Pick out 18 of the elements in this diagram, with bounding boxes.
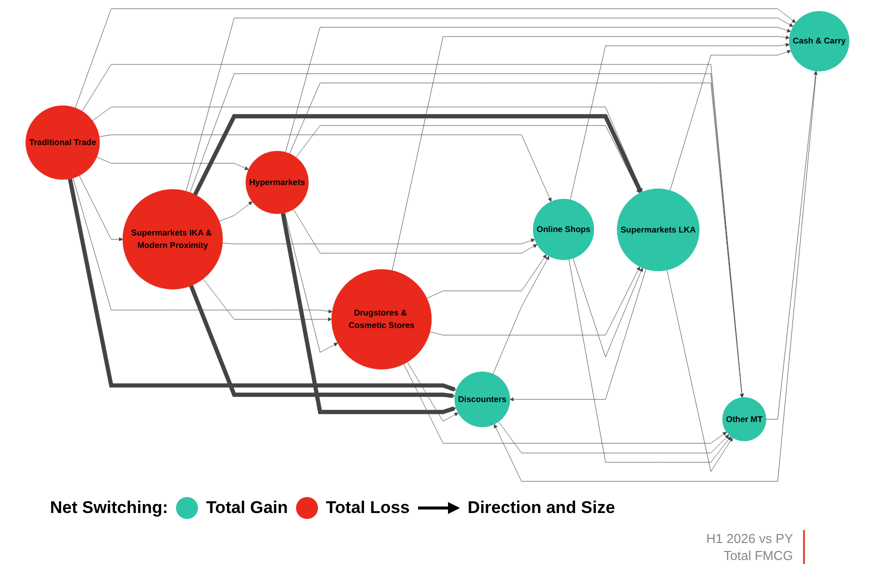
node-circle: Drugstores & Cosmetic Stores <box>331 269 432 370</box>
legend-heading: Net Switching: <box>50 498 168 518</box>
legend-label: Direction and Size <box>468 498 616 518</box>
node-circle: Traditional Trade <box>26 105 100 180</box>
node-circle: Online Shops <box>532 198 594 260</box>
note-text: Total FMCG <box>722 547 793 564</box>
node-circle: Hypermarkets <box>246 150 309 214</box>
arrow <box>189 284 456 398</box>
legend-label: Total Gain <box>206 498 288 518</box>
legend-label: Total Loss <box>326 498 410 518</box>
arrow <box>193 114 642 196</box>
node-circle: Supermarkets LKA <box>616 188 700 272</box>
note-text: H1 2026 vs PY <box>706 530 793 547</box>
node-circle: Supermarkets IKA & Modern Proximity <box>122 189 223 290</box>
node-circle: Discounters <box>454 372 510 428</box>
arrow <box>68 178 456 392</box>
node-circle: Other MT <box>722 397 766 442</box>
node-circle: Cash & Carry <box>789 11 850 72</box>
